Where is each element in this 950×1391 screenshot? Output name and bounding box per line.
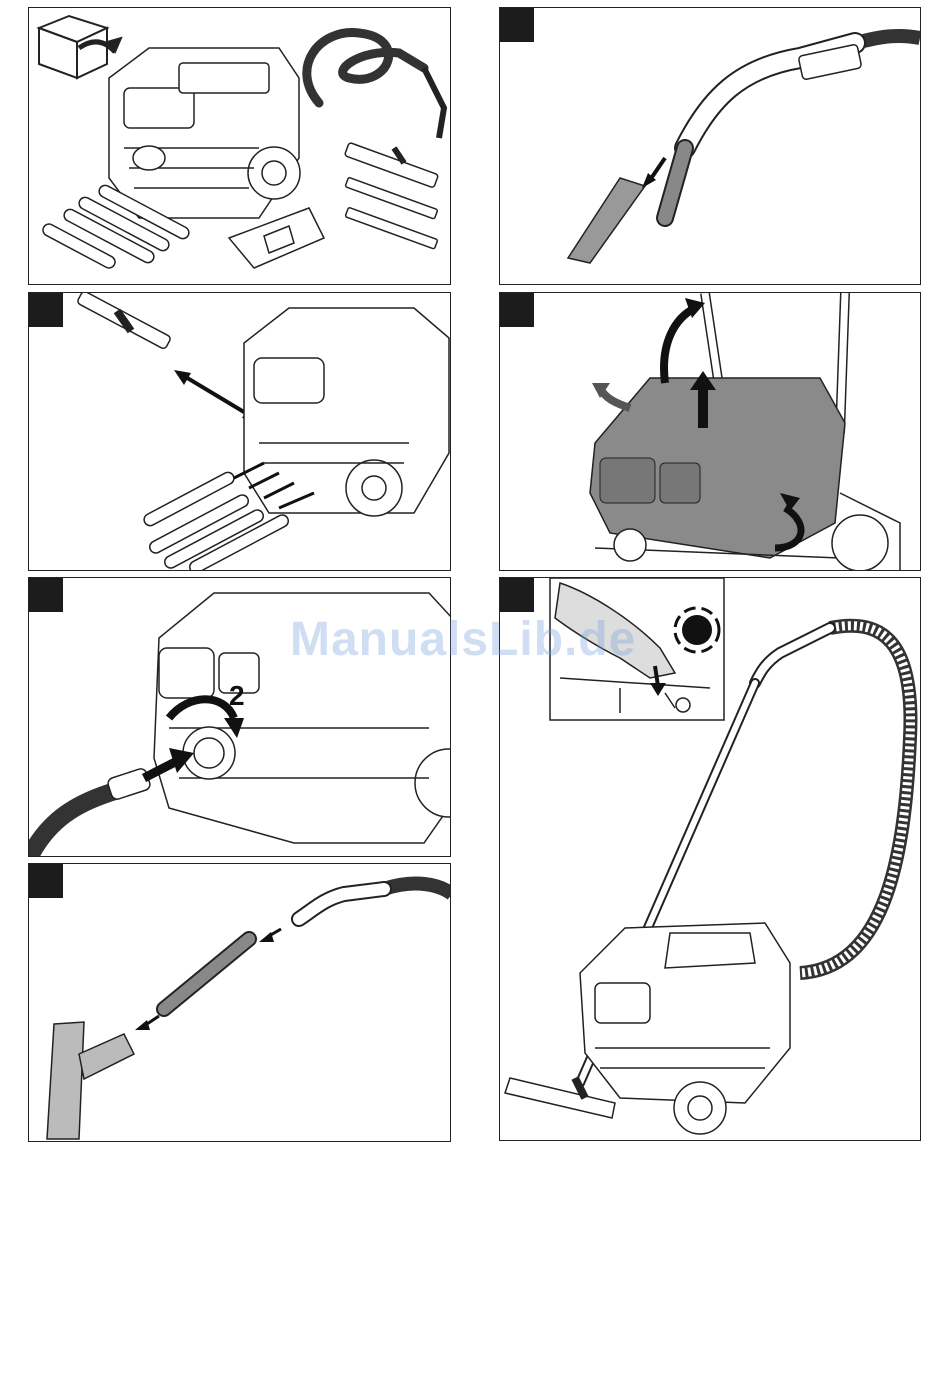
- panel-assemble-floor-nozzle: [28, 863, 451, 1142]
- box-unpack-icon: [39, 16, 121, 78]
- vacuum-unit-drawing: [244, 308, 449, 516]
- floor-nozzle-drawing: [47, 1022, 134, 1139]
- assemble-floor-nozzle-illustration: [29, 864, 451, 1142]
- hose-drawing: [307, 33, 424, 103]
- hose-drawing: [384, 884, 451, 894]
- floor-nozzle-drawing: [77, 293, 172, 350]
- panel-crevice-nozzle: [499, 7, 921, 285]
- rotate-arrow-icon: [664, 298, 705, 383]
- panel-unpack: [28, 7, 451, 285]
- step-number-label: 2: [229, 680, 245, 712]
- watermark-text: ManualsLib.de: [290, 612, 636, 667]
- hose-drawing: [800, 626, 910, 973]
- panel-accessory-storage: [28, 292, 451, 571]
- open-lid-illustration: [500, 293, 921, 571]
- crevice-nozzle-drawing: [568, 178, 645, 263]
- rotate-arrow-icon: [592, 383, 630, 408]
- accessory-storage-illustration: [29, 293, 451, 571]
- unpack-illustration: [29, 8, 451, 285]
- floor-nozzle-parts-drawing: [344, 142, 438, 249]
- vacuum-unit-drawing: [109, 48, 300, 218]
- panel-open-lid: [499, 292, 921, 571]
- floor-nozzle-drawing: [505, 1078, 615, 1118]
- arrow-icon: [135, 1016, 159, 1030]
- arrow-icon: [642, 158, 665, 188]
- arrow-icon: [259, 929, 281, 942]
- crevice-nozzle-illustration: [500, 8, 921, 285]
